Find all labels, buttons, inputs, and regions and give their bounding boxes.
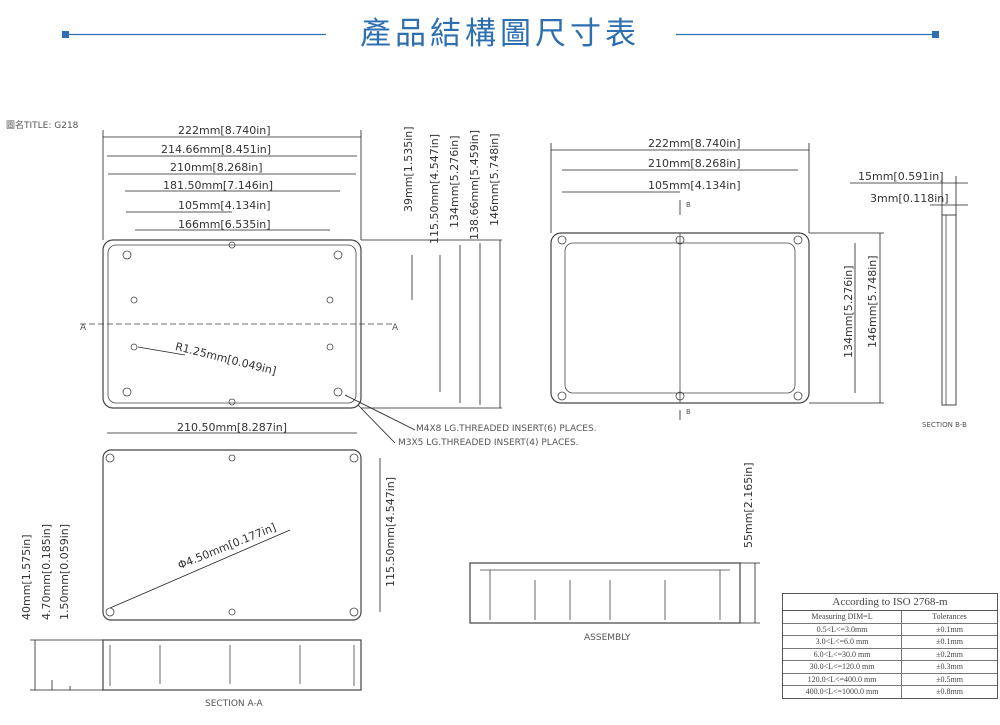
tolerance-cell: ±0.8mm — [936, 687, 963, 696]
tolerance-cell: ±0.5mm — [936, 674, 963, 684]
tolerance-table-title: According to ISO 2768-m — [783, 594, 997, 611]
dim-105: 105mm[4.134in] — [178, 199, 271, 212]
insert-note-m4: M4X8 LG.THREADED INSERT(6) PLACES. — [416, 424, 597, 434]
assembly-label: ASSEMBLY — [584, 633, 631, 643]
section-b-label: SECTION B-B — [922, 421, 967, 429]
section-mark-a-right: A — [392, 323, 399, 333]
side-dim-3: 3mm[0.118in] — [870, 192, 949, 205]
header-measuring: Measuring DIM=L — [783, 611, 902, 623]
table-row: 120.0<L<=400.0 mm ±0.5mm — [783, 673, 997, 686]
range-cell: 30.0<L<=120.0 mm — [783, 661, 902, 673]
dim-138: 138.66mm[5.459in] — [468, 129, 481, 240]
page-title: 產品結構圖尺寸表 — [360, 16, 640, 52]
drawing-title-label: 圖名TITLE: G218 — [6, 121, 79, 131]
lid-dim-105: 105mm[4.134in] — [648, 179, 741, 192]
dim-210: 210mm[8.268in] — [170, 161, 263, 174]
tolerance-cell: ±0.1mm — [936, 637, 963, 646]
header-tolerances: Tolerances — [932, 612, 967, 621]
tolerance-table: According to ISO 2768-m Measuring DIM=L … — [782, 593, 998, 699]
tolerance-cell: ±0.2mm — [936, 649, 963, 659]
title-rules — [62, 31, 939, 38]
lid-dim-146: 146mm[5.748in] — [866, 255, 879, 348]
tolerance-header-row: Measuring DIM=L Tolerances — [783, 611, 997, 624]
dim-1-50: 1.50mm[0.059in] — [58, 523, 71, 620]
dim-39: 39mm[1.535in] — [402, 126, 415, 212]
table-row: 6.0<L<=30.0 mm ±0.2mm — [783, 648, 997, 661]
table-row: 0.5<L<=3.0mm ±0.1mm — [783, 623, 997, 636]
dim-222: 222mm[8.740in] — [178, 124, 271, 137]
dim-181: 181.50mm[7.146in] — [163, 179, 274, 192]
range-cell: 6.0<L<=30.0 mm — [783, 648, 902, 660]
section-mark-b-top: B — [686, 201, 691, 209]
right-square-icon — [932, 31, 939, 38]
lid-dim-210: 210mm[8.268in] — [648, 157, 741, 170]
lid-dim-222: 222mm[8.740in] — [648, 137, 741, 150]
left-square-icon — [62, 31, 69, 38]
dim-40: 40mm[1.575in] — [20, 534, 33, 620]
section-a-label: SECTION A-A — [205, 699, 263, 709]
dim-115-50: 115.50mm[4.547in] — [428, 133, 441, 244]
range-cell: 3.0<L<=6.0 mm — [783, 636, 902, 648]
range-cell: 0.5<L<=3.0mm — [783, 623, 902, 635]
dim-4-70: 4.70mm[0.185in] — [40, 523, 53, 620]
insert-note-m3: M3X5 LG.THREADED INSERT(4) PLACES. — [398, 438, 579, 448]
range-cell: 120.0<L<=400.0 mm — [783, 673, 902, 685]
dim-bottom-115-50: 115.50mm[4.547in] — [384, 476, 397, 587]
side-dim-15: 15mm[0.591in] — [858, 170, 944, 183]
section-mark-a-left: A — [80, 323, 87, 333]
table-row: 30.0<L<=120.0 mm ±0.3mm — [783, 661, 997, 674]
dim-134: 134mm[5.276in] — [448, 135, 461, 228]
dim-214: 214.66mm[8.451in] — [161, 143, 272, 156]
table-row: 400.0<L<=1000.0 mm ±0.8mm — [783, 686, 997, 698]
dim-166: 166mm[6.535in] — [178, 218, 271, 231]
range-cell: 400.0<L<=1000.0 mm — [783, 686, 902, 698]
tolerance-cell: ±0.1mm — [936, 624, 963, 634]
assembly-height: 55mm[2.165in] — [742, 462, 755, 548]
dim-146: 146mm[5.748in] — [488, 133, 501, 226]
lid-dim-134: 134mm[5.276in] — [842, 265, 855, 358]
section-mark-b-bottom: B — [686, 408, 691, 416]
dim-210-50: 210.50mm[8.287in] — [177, 421, 288, 434]
tolerance-cell: ±0.3mm — [936, 662, 963, 671]
table-row: 3.0<L<=6.0 mm ±0.1mm — [783, 636, 997, 649]
